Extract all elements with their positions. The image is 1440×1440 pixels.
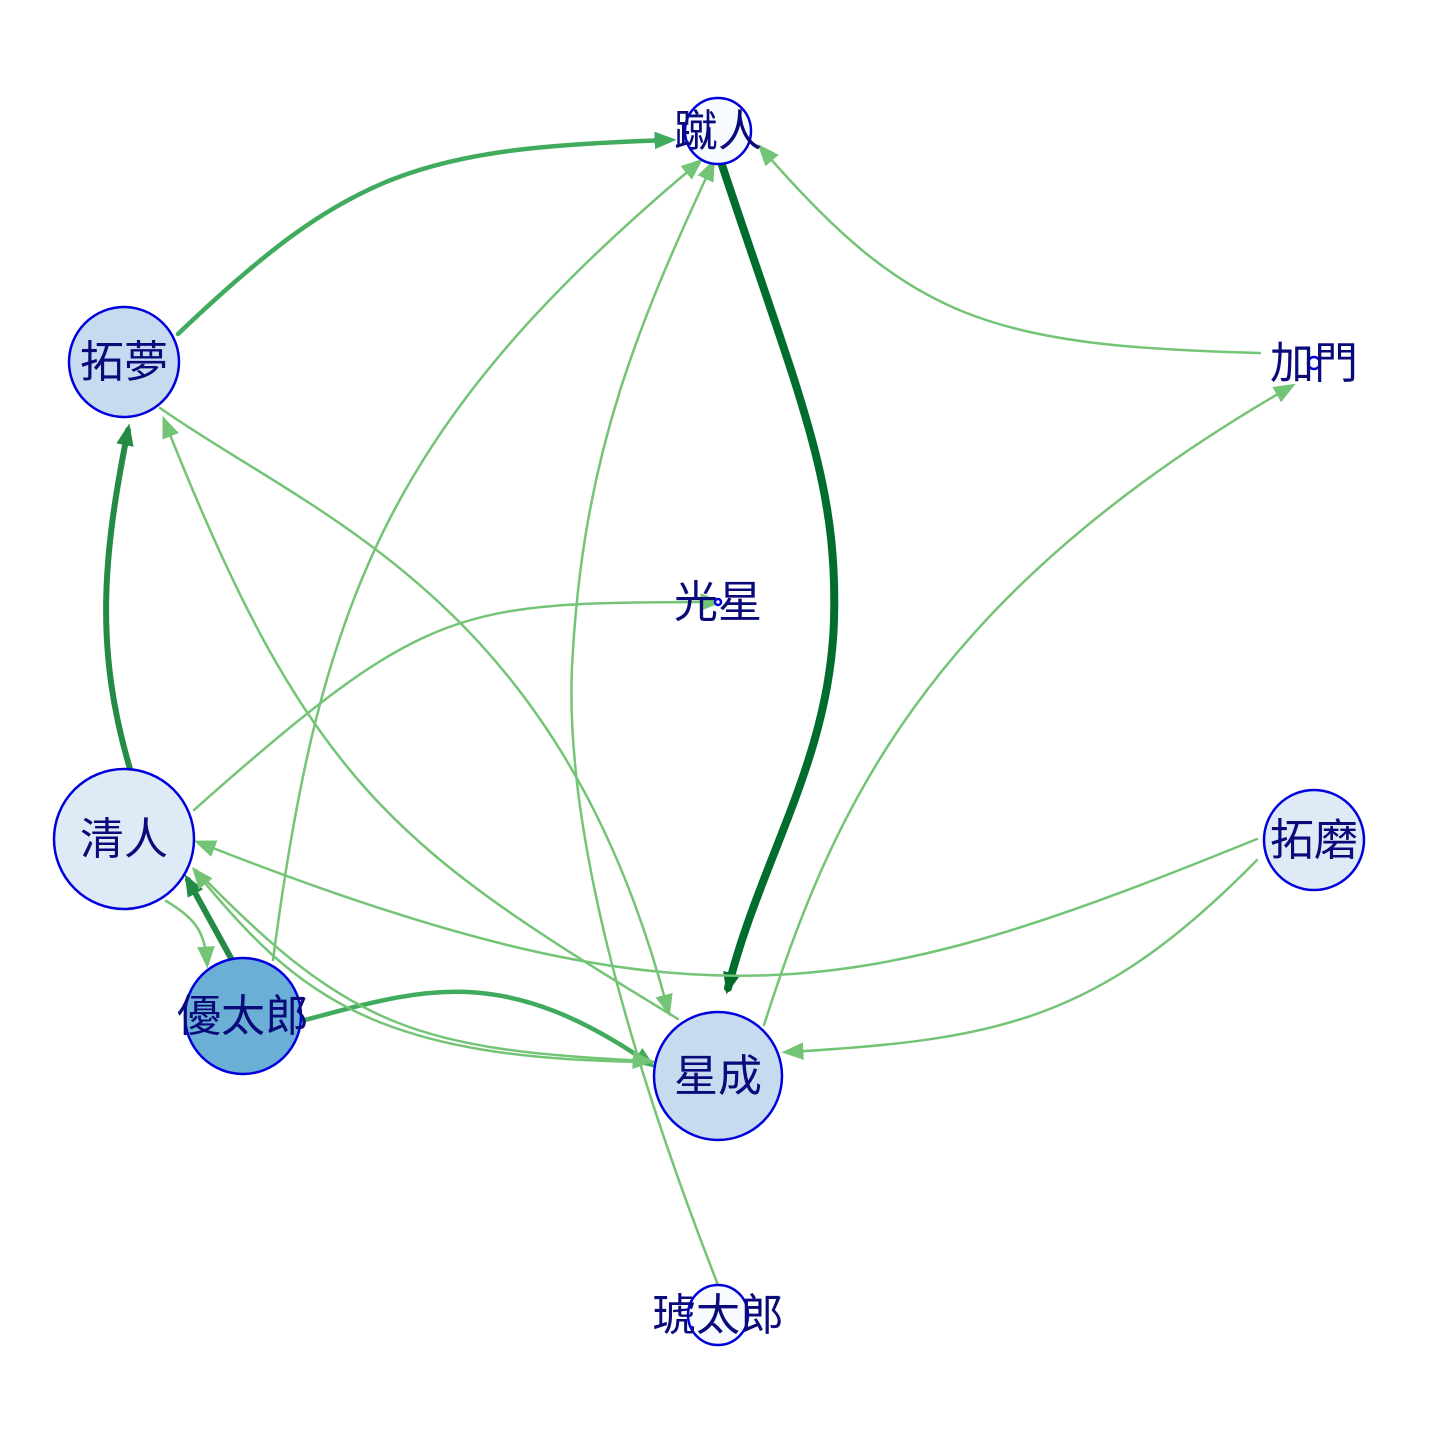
edge-kiyoto-to-yutaro (164, 899, 215, 969)
node-label-kiyoto: 清人 (80, 814, 168, 865)
edge-takuma-to-kiyoto (193, 837, 1259, 978)
node-circle-kiyoto (52, 767, 196, 911)
edge-takuma-to-seisei (781, 858, 1259, 1060)
node-kamon: 加門 (1270, 338, 1358, 389)
edge-kotaro-to-shuto (570, 159, 720, 1287)
node-shuto: 蹴人 (674, 96, 762, 166)
node-yutaro: 優太郎 (177, 956, 309, 1076)
edge-shuto-to-seisei (718, 161, 839, 995)
node-circle-seisei (652, 1010, 784, 1142)
edge-kamon-to-shuto (757, 144, 1262, 355)
edge-seisei-to-kiyoto (191, 866, 656, 1064)
edge-takumu-to-seisei (158, 406, 673, 1017)
edge-yutaro-to-kiyoto (184, 874, 235, 963)
edge-layer (103, 131, 1296, 1287)
node-label-takumu: 拓夢 (80, 337, 168, 388)
node-label-seisei: 星成 (674, 1051, 762, 1102)
node-circle-kosei (713, 597, 723, 607)
node-label-shuto: 蹴人 (674, 106, 762, 157)
node-seisei: 星成 (652, 1010, 784, 1142)
edge-yutaro-to-shuto (271, 158, 704, 962)
node-takuma: 拓磨 (1262, 788, 1366, 892)
node-circle-takumu (67, 305, 181, 419)
node-circle-shuto (683, 96, 753, 166)
edge-yutaro-to-seisei (298, 989, 656, 1068)
node-circle-kotaro (686, 1283, 750, 1347)
node-circle-yutaro (183, 956, 303, 1076)
node-kosei: 光星 (674, 577, 762, 628)
node-label-kosei: 光星 (674, 577, 762, 628)
node-label-yutaro: 優太郎 (177, 991, 309, 1042)
node-label-kotaro: 琥太郎 (652, 1290, 784, 1341)
edge-seisei-to-takumu (162, 415, 680, 1021)
node-kotaro: 琥太郎 (652, 1283, 784, 1347)
node-circle-takuma (1262, 788, 1366, 892)
edge-kiyoto-to-takumu (103, 423, 134, 772)
edge-kiyoto-to-seisei (194, 868, 655, 1070)
edge-seisei-to-kamon (762, 383, 1296, 1027)
node-label-kamon: 加門 (1270, 338, 1358, 389)
node-circle-kamon (1306, 355, 1322, 371)
edge-takumu-to-shuto (175, 131, 677, 337)
edge-kiyoto-to-kosei (192, 593, 723, 812)
node-takumu: 拓夢 (67, 305, 181, 419)
node-kiyoto: 清人 (52, 767, 196, 911)
node-label-takuma: 拓磨 (1270, 815, 1358, 866)
